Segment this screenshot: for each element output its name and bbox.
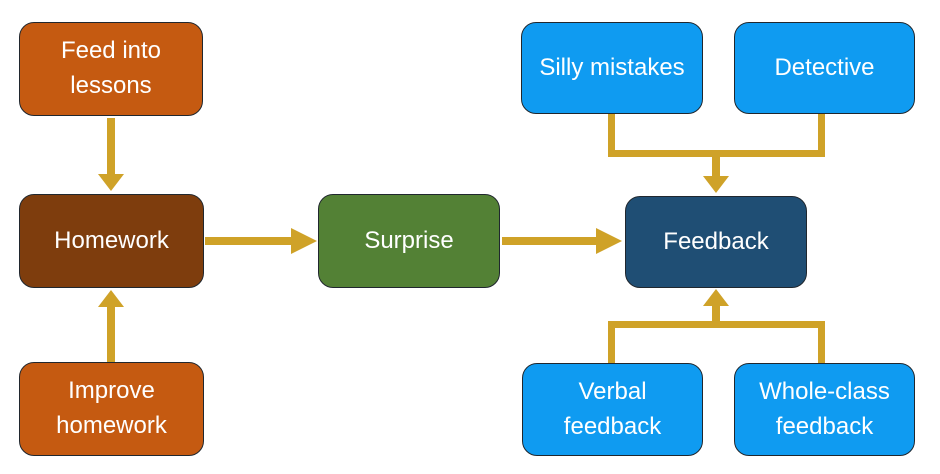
node-detective: Detective: [734, 22, 915, 114]
connector-silly-mistakes-stem: [608, 114, 615, 157]
arrow-improve-to-homework-shaft: [107, 307, 115, 362]
arrow-improve-to-homework-head: [98, 290, 124, 307]
node-whole-class-feedback: Whole-class feedback: [734, 363, 915, 456]
node-verbal-feedback: Verbal feedback: [522, 363, 703, 456]
arrow-surprise-to-feedback-shaft: [502, 237, 596, 245]
arrow-top-merge-to-feedback-shaft: [712, 157, 720, 176]
arrow-homework-to-surprise-shaft: [205, 237, 291, 245]
node-feed-into-lessons: Feed into lessons: [19, 22, 203, 116]
node-surprise: Surprise: [318, 194, 500, 288]
connector-detective-stem: [818, 114, 825, 157]
arrow-bottom-merge-to-feedback-shaft: [712, 305, 720, 322]
node-homework: Homework: [19, 194, 204, 288]
node-label: Whole-class feedback: [759, 377, 890, 440]
node-silly-mistakes: Silly mistakes: [521, 22, 703, 114]
node-label: Feed into lessons: [60, 37, 162, 99]
node-label: Homework: [54, 226, 169, 254]
arrow-homework-to-surprise-head: [291, 228, 317, 254]
arrow-bottom-merge-to-feedback-head: [703, 289, 729, 306]
connector-top-merge-bar: [608, 150, 825, 157]
node-feedback: Feedback: [625, 196, 807, 288]
node-label: Surprise: [364, 226, 454, 254]
connector-whole-class-stem: [818, 328, 825, 363]
arrow-top-merge-to-feedback-head: [703, 176, 729, 193]
connector-verbal-feedback-stem: [608, 328, 615, 363]
node-label: Detective: [774, 53, 875, 81]
node-improve-homework: Improve homework: [19, 362, 204, 456]
connector-bottom-merge-bar: [608, 321, 825, 328]
node-label: Improve homework: [56, 377, 167, 439]
node-label: Verbal feedback: [563, 377, 662, 440]
arrow-feed-to-homework-head: [98, 174, 124, 191]
node-label: Feedback: [663, 227, 769, 255]
node-label: Silly mistakes: [539, 53, 685, 81]
arrow-feed-to-homework-shaft: [107, 118, 115, 174]
arrow-surprise-to-feedback-head: [596, 228, 622, 254]
